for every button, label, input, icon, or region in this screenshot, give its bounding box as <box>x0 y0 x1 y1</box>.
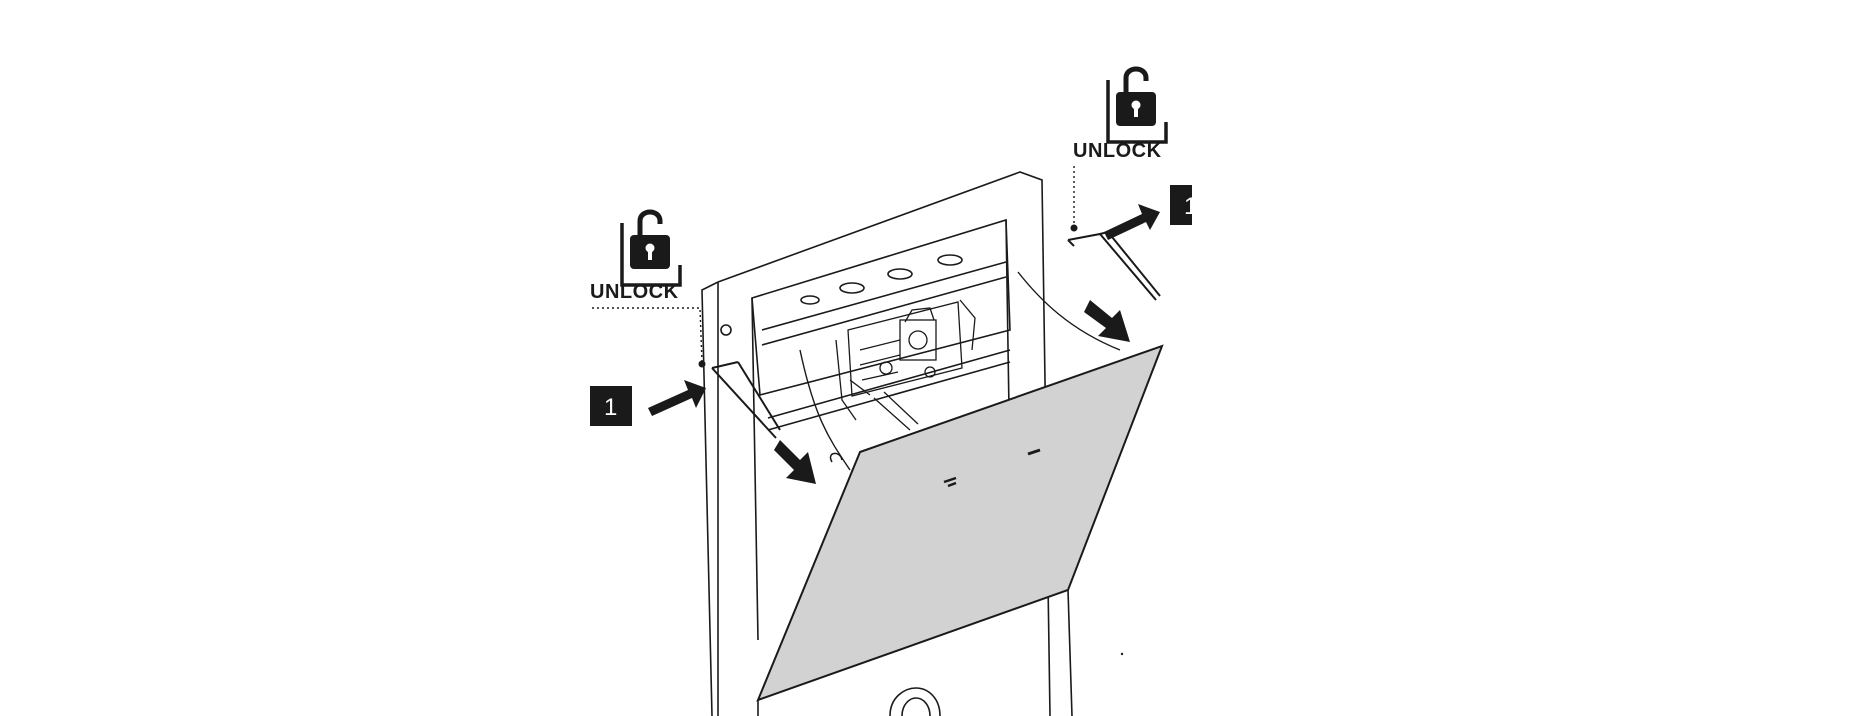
unlock-label-right: UNLOCK <box>1073 140 1162 162</box>
unlock-label-left: UNLOCK <box>590 281 679 303</box>
unlock-icon <box>622 212 680 285</box>
unlock-icon <box>1108 69 1166 142</box>
valve-mechanism <box>835 299 976 431</box>
arrow-push-left <box>648 380 706 416</box>
outlet-fitting <box>889 687 941 716</box>
unlock-marker-right: UNLOCK <box>1073 69 1166 162</box>
step-badge-left: 1 <box>590 386 632 426</box>
arrow-open-right <box>1084 300 1130 342</box>
crop-mask <box>1192 180 1232 230</box>
cables <box>799 271 1121 471</box>
arrow-open-left <box>774 440 816 484</box>
cover-panel <box>756 344 1164 716</box>
leader-lines <box>592 166 1075 363</box>
arrow-push-right <box>1104 204 1160 240</box>
unlock-marker-left: UNLOCK <box>590 212 680 303</box>
release-rods <box>711 230 1161 439</box>
step-number-left: 1 <box>604 394 617 421</box>
arrows <box>648 204 1160 484</box>
